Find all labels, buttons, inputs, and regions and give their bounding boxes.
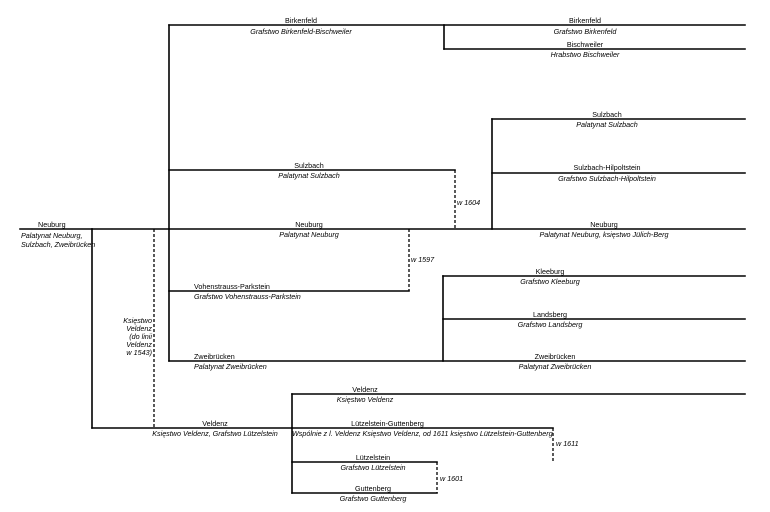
veldenz-2-subtitle: Księstwo Veldenz xyxy=(336,395,394,404)
neuburg-root-name: Neuburg xyxy=(38,220,66,229)
sulzbach-subtitle: Palatynat Sulzbach xyxy=(278,171,340,180)
vohenstrauss-name: Vohenstrauss-Parkstein xyxy=(194,282,270,291)
sulzbach-hilpoltstein-subtitle: Grafstwo Sulzbach-Hilpoltstein xyxy=(558,174,656,183)
zweibrucken-2-name: Zweibrücken xyxy=(534,352,576,361)
zweibrucken-1-name: Zweibrücken xyxy=(194,352,235,361)
neuburg-2-subtitle: Palatynat Neuburg xyxy=(279,230,339,239)
lutzelstein-guttenberg-name: Lützelstein-Guttenberg xyxy=(351,419,424,428)
veldenz-note-3: (do linii xyxy=(129,332,152,341)
birkenfeld-subtitle: Grafstwo Birkenfeld-Bischweiler xyxy=(250,27,352,36)
veldenz-note-5: w 1543) xyxy=(126,348,152,357)
lutzelstein-name: Lützelstein xyxy=(355,453,391,462)
veldenz-note-1: Księstwo xyxy=(123,316,152,325)
guttenberg-subtitle: Grafstwo Guttenberg xyxy=(339,494,407,503)
bischweiler-subtitle: Hrabstwo Bischweiler xyxy=(550,50,620,59)
landsberg-subtitle: Grafstwo Landsberg xyxy=(517,320,583,329)
birkenfeld-name: Birkenfeld xyxy=(285,16,317,25)
veldenz-note-4: Veldenz xyxy=(126,340,152,349)
neuburg-root-subtitle-1: Palatynat Neuburg, xyxy=(21,231,83,240)
birkenfeld-2-name: Birkenfeld xyxy=(569,16,601,25)
sulzbach-name: Sulzbach xyxy=(294,161,324,170)
veldenz-note-2: Veldenz xyxy=(126,324,152,333)
annotation-w1597: w 1597 xyxy=(411,255,435,264)
bischweiler-name: Bischweiler xyxy=(566,40,604,49)
veldenz-name: Veldenz xyxy=(202,419,228,428)
lutzelstein-guttenberg-subtitle: Wspólnie z l. Veldenz Księstwo Veldenz, … xyxy=(292,429,553,438)
landsberg-name: Landsberg xyxy=(533,310,567,319)
sulzbach-2-name: Sulzbach xyxy=(592,110,622,119)
vohenstrauss-subtitle: Grafstwo Vohenstrauss-Parkstein xyxy=(194,292,301,301)
lutzelstein-subtitle: Grafstwo Lützelstein xyxy=(340,463,406,472)
guttenberg-name: Guttenberg xyxy=(355,484,391,493)
annotation-w1604: w 1604 xyxy=(457,198,481,207)
annotation-w1601: w 1601 xyxy=(440,474,464,483)
zweibrucken-1-subtitle: Palatynat Zweibrücken xyxy=(194,362,267,371)
neuburg-2-name: Neuburg xyxy=(295,220,323,229)
veldenz-subtitle: Księstwo Veldenz, Grafstwo Lützelstein xyxy=(152,429,278,438)
annotation-w1611: w 1611 xyxy=(556,439,579,448)
kleeburg-name: Kleeburg xyxy=(535,267,565,276)
kleeburg-subtitle: Grafstwo Kleeburg xyxy=(520,277,580,286)
sulzbach-2-subtitle: Palatynat Sulzbach xyxy=(576,120,638,129)
zweibrucken-2-subtitle: Palatynat Zweibrücken xyxy=(518,362,592,371)
birkenfeld-2-subtitle: Grafstwo Birkenfeld xyxy=(553,27,617,36)
veldenz-2-name: Veldenz xyxy=(352,385,378,394)
neuburg-root-subtitle-2: Sulzbach, Zweibrücken xyxy=(21,240,96,249)
neuburg-3-name: Neuburg xyxy=(590,220,618,229)
sulzbach-hilpoltstein-name: Sulzbach-Hilpoltstein xyxy=(573,163,641,172)
neuburg-3-subtitle: Palatynat Neuburg, księstwo Jülich-Berg xyxy=(539,230,669,239)
